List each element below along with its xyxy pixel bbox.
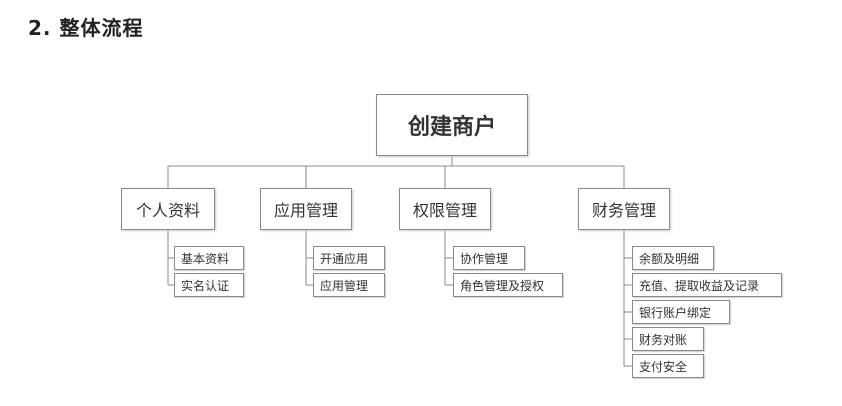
leaf-node-bank-account: 银行账户绑定 [632,300,730,324]
category-node-finance: 财务管理 [578,188,670,230]
leaf-node-open-app: 开通应用 [313,246,385,270]
leaf-node-basic-info: 基本资料 [174,246,244,270]
leaf-node-recharge-withdraw: 充值、提取收益及记录 [632,273,782,297]
leaf-node-payment-security: 支付安全 [632,354,704,378]
category-node-permissions: 权限管理 [399,188,491,230]
category-node-apps: 应用管理 [260,188,352,230]
root-node: 创建商户 [376,94,528,156]
leaf-node-reconciliation: 财务对账 [632,327,704,351]
section-heading: 2. 整体流程 [28,16,144,40]
leaf-node-identity-verification: 实名认证 [174,273,244,297]
category-node-personal: 个人资料 [121,188,215,230]
leaf-node-roles-authorization: 角色管理及授权 [453,273,563,297]
leaf-node-collaboration: 协作管理 [453,246,525,270]
leaf-node-balance-details: 余额及明细 [632,246,714,270]
leaf-node-app-management: 应用管理 [313,273,385,297]
